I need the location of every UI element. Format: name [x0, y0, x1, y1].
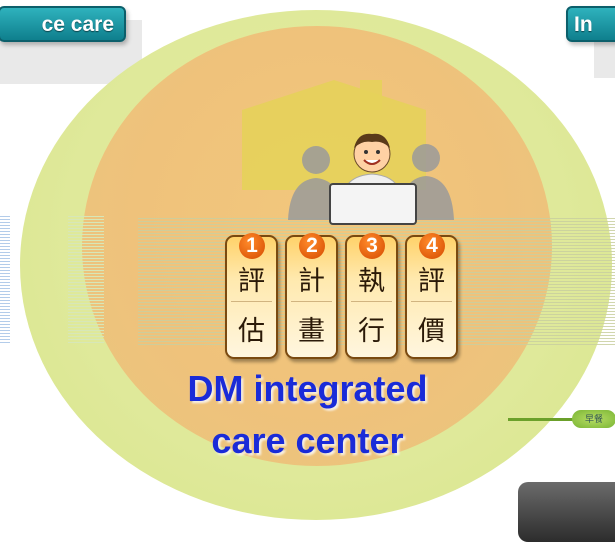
step-card-execution: 3 執 行 — [345, 233, 398, 359]
center-title-line2: care center — [211, 420, 404, 461]
step-char-bottom: 估 — [238, 316, 265, 347]
step-char-top: 評 — [238, 266, 265, 297]
step-number-badge: 3 — [359, 233, 385, 259]
person-right-icon — [412, 144, 440, 172]
side-badge: 早餐 — [572, 410, 615, 428]
house-roof-icon — [242, 80, 426, 190]
step-number-badge: 2 — [299, 233, 325, 259]
step-number-badge: 4 — [419, 233, 445, 259]
step-card-evaluation: 4 評 價 — [405, 233, 458, 359]
step-char-top: 計 — [298, 266, 325, 297]
integrated-tab[interactable]: In — [566, 6, 615, 42]
person-left-icon — [302, 146, 330, 174]
tablet-device-icon — [518, 482, 615, 542]
tab-shadow-right — [594, 38, 615, 78]
left-striped-panel — [0, 216, 10, 344]
step-char-bottom: 價 — [418, 316, 445, 347]
step-card-assessment: 1 評 估 — [225, 233, 278, 359]
house-illustration — [242, 80, 454, 225]
connector-line — [508, 418, 615, 421]
left-striped-block — [68, 216, 104, 344]
step-char-top: 評 — [418, 266, 445, 297]
step-char-top: 執 — [358, 266, 385, 297]
laptop-icon — [329, 183, 417, 225]
service-care-tab[interactable]: ce care — [0, 6, 126, 42]
step-char-bottom: 行 — [358, 316, 385, 347]
center-title-line1: DM integrated — [187, 368, 428, 409]
step-number-badge: 1 — [239, 233, 265, 259]
step-char-bottom: 畫 — [298, 316, 325, 347]
step-card-planning: 2 計 畫 — [285, 233, 338, 359]
